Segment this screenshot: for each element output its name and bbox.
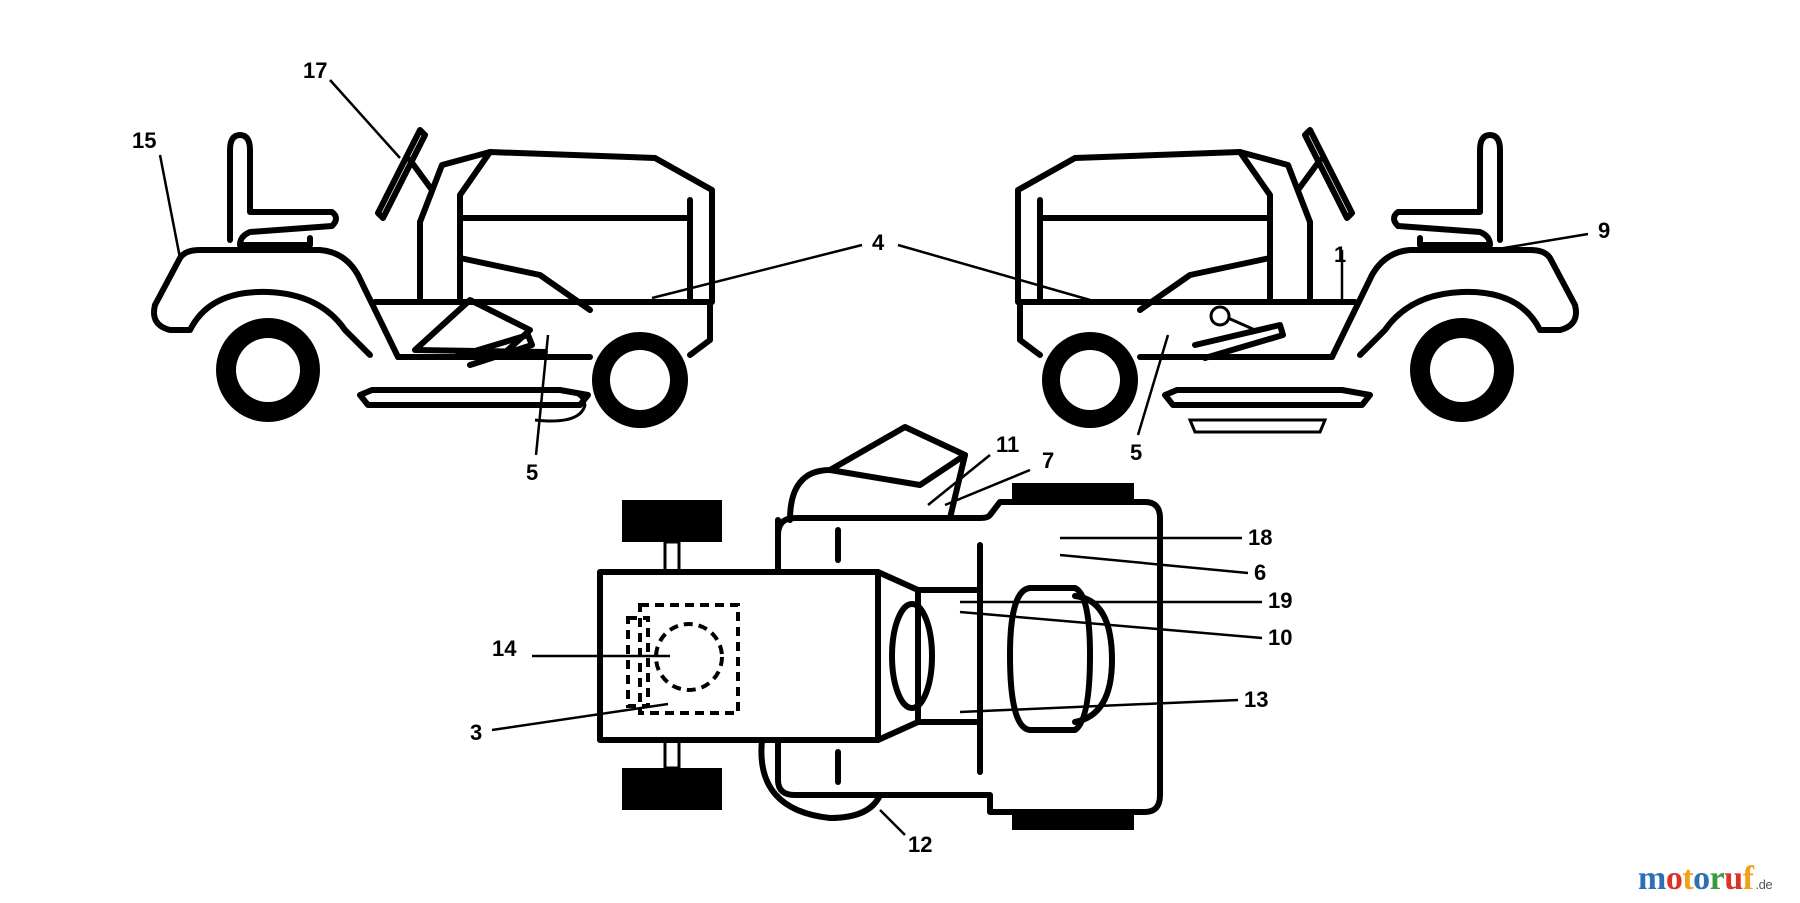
right-side-view-tractor <box>1015 127 1579 434</box>
top-view-tractor <box>597 424 1163 830</box>
callout-4: 4 <box>872 230 885 255</box>
watermark-letter: o <box>1693 860 1710 897</box>
callout-5-left: 5 <box>526 460 538 485</box>
callout-6: 6 <box>1254 560 1266 585</box>
watermark-suffix: .de <box>1755 877 1773 892</box>
callout-12: 12 <box>908 832 932 857</box>
watermark-letter: o <box>1665 860 1683 897</box>
callout-19: 19 <box>1268 588 1292 613</box>
callout-15: 15 <box>132 128 156 153</box>
watermark-letter: m <box>1638 860 1666 897</box>
watermark-letter: t <box>1682 860 1694 897</box>
callout-13: 13 <box>1244 687 1268 712</box>
callout-11: 11 <box>996 432 1019 457</box>
callout-5-right: 5 <box>1130 440 1142 465</box>
callout-14: 14 <box>492 636 517 661</box>
watermark-letter: u <box>1724 860 1743 897</box>
callout-7: 7 <box>1042 448 1054 473</box>
callout-10: 10 <box>1268 625 1292 650</box>
callout-3: 3 <box>470 720 482 745</box>
callout-1: 1 <box>1334 242 1346 267</box>
callout-18: 18 <box>1248 525 1272 550</box>
watermark-letter: r <box>1709 860 1725 897</box>
callout-9: 9 <box>1598 218 1610 243</box>
leader-lines <box>158 79 1589 836</box>
motoruf-watermark-logo: motoruf.de <box>1638 860 1773 898</box>
callout-17: 17 <box>303 58 327 83</box>
callout-labels: 17 15 4 5 5 1 9 11 7 18 6 19 10 13 14 3 … <box>132 58 1610 857</box>
left-side-view-tractor <box>151 127 715 428</box>
watermark-letter: f <box>1742 860 1754 897</box>
